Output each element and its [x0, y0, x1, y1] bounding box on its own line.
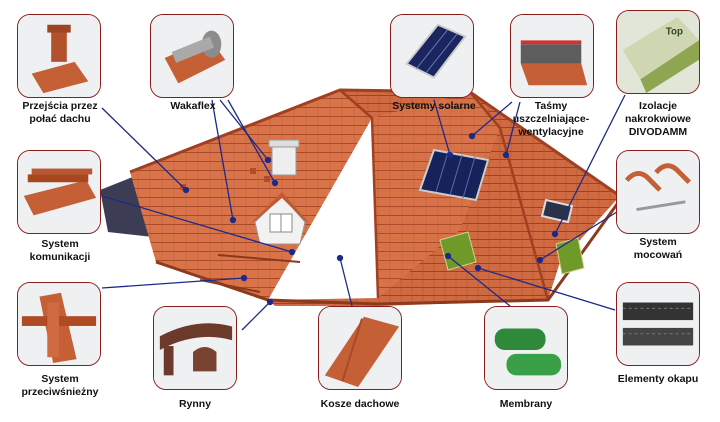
- dormer: [250, 192, 310, 245]
- thumb-valley[interactable]: [318, 306, 402, 390]
- thumb-roof-penetration[interactable]: [17, 14, 101, 98]
- thumb-divodamm-brand: Top: [666, 26, 683, 37]
- leader-lines: [101, 94, 626, 331]
- thumb-walkway[interactable]: [17, 150, 101, 234]
- thumb-divodamm[interactable]: Top: [616, 10, 700, 94]
- roof-plane-left: [130, 90, 372, 300]
- chimney: [268, 139, 300, 176]
- hip-line: [339, 89, 380, 299]
- insulation-panels: [439, 231, 585, 275]
- label-wakaflex: Wakaflex: [170, 100, 216, 112]
- thumb-wakaflex[interactable]: [150, 14, 234, 98]
- thumb-gutters[interactable]: [153, 306, 237, 390]
- label-membranes: Membrany: [499, 398, 553, 410]
- label-eave-elements: Elementy okapu: [617, 373, 699, 385]
- thumb-fixing-system[interactable]: [616, 150, 700, 234]
- label-valley: Kosze dachowe: [320, 398, 400, 410]
- thumb-sealing-tape[interactable]: [510, 14, 594, 98]
- thumb-snow-guard[interactable]: [17, 282, 101, 366]
- thumb-membranes[interactable]: [484, 306, 568, 390]
- label-solar: Systemy solarne: [392, 100, 476, 112]
- thumb-solar[interactable]: [390, 14, 474, 98]
- valley-line: [469, 91, 550, 301]
- thumb-eave-elements[interactable]: [616, 282, 700, 366]
- solar-collector: [418, 148, 490, 202]
- roof-plane-front: [372, 92, 500, 298]
- label-gutters: Rynny: [178, 398, 212, 410]
